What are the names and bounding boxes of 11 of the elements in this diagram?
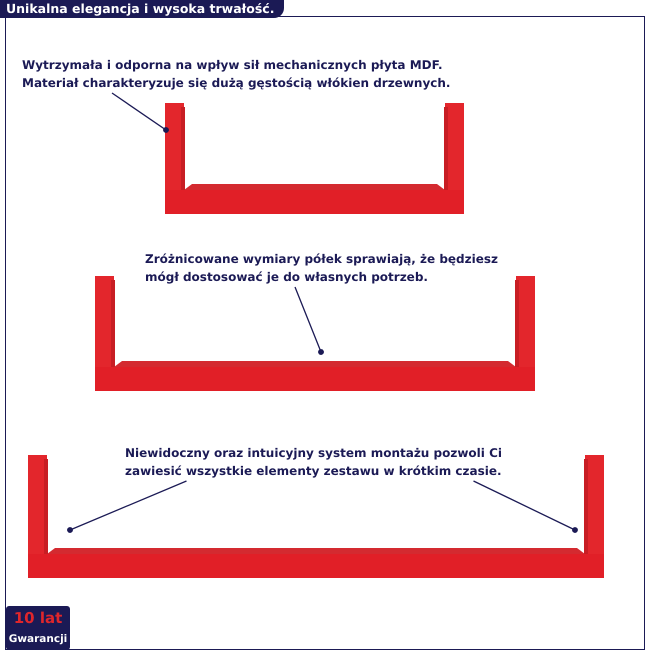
leader-line [112,92,169,133]
description-text: Zróżnicowane wymiary półek sprawiają, że będziesz mógł dostosować je do własnych potrzeb. [145,250,520,286]
shelf-drawing [165,103,464,214]
leader-line [294,286,324,355]
warranty-label: Gwarancji [8,633,68,645]
leader-line [473,480,578,533]
warranty-years: 10 lat [14,609,62,627]
title-banner: Unikalna elegancja i wysoka trwałość. [0,0,284,18]
description-text: Wytrzymała i odporna na wpływ sił mechanicznych płyta MDF. Materiał charakteryzuje się dużą gęstością włókien drzewnych. [22,56,472,92]
leader-line [67,480,187,533]
description-text: Niewidoczny oraz intuicyjny system montażu pozwoli Ci zawiesić wszystkie elementy zestawu w krótkim czasie. [125,444,535,480]
